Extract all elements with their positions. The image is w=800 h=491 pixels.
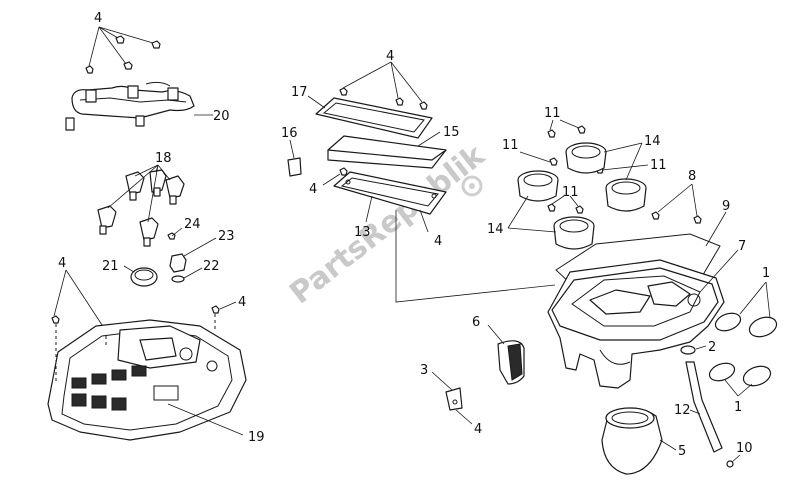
filter-frame-17 [307,95,433,139]
air-filter-15 [327,131,447,169]
callout-9: 9 [722,199,730,214]
cap-21 [123,265,158,287]
callout-3: 3 [420,363,428,378]
callout-4-frame-right: 4 [434,234,442,249]
callout-20: 20 [213,109,230,124]
callout-4-right-cover: 4 [238,295,246,310]
callout-5: 5 [678,444,686,459]
callout-4-left: 4 [58,256,66,271]
callout-1-a: 1 [762,266,770,281]
bracket-3 [431,371,473,425]
bolt-group-top [85,26,161,74]
bolt-cover-right [211,301,237,314]
callout-13: 13 [354,225,371,240]
callout-1-b: 1 [734,400,742,415]
callout-10: 10 [736,441,753,456]
airbox-body-7 [547,249,739,389]
callout-11-a: 11 [544,106,561,121]
fuel-rail [65,81,213,131]
screw-group-8 [651,183,702,224]
callout-21: 21 [102,259,119,274]
injector-group [97,164,185,247]
callout-19: 19 [248,430,265,445]
tube-12 [685,361,723,453]
clamp-10 [726,454,741,468]
label-card-16 [287,139,302,177]
oring-22 [171,267,203,283]
callout-12: 12 [674,403,691,418]
callout-23: 23 [218,229,235,244]
callout-24: 24 [184,217,201,232]
callout-4-frame-top: 4 [386,49,394,64]
callout-4-mid: 4 [309,182,317,197]
clip-2 [680,345,707,355]
screw-24 [167,227,183,240]
callout-11-c: 11 [650,158,667,173]
callout-14-b: 14 [487,222,504,237]
intake-boots-14 [507,142,647,250]
callout-22: 22 [203,259,220,274]
callout-18: 18 [155,151,172,166]
bolt-group-frame-top [339,61,428,110]
airbox-cover [47,314,247,441]
callout-4-top: 4 [94,11,102,26]
callout-16: 16 [281,126,298,141]
callout-11-d: 11 [562,185,579,200]
rings-1 [708,281,778,397]
callout-2: 2 [708,340,716,355]
callout-15: 15 [443,125,460,140]
gasket-frame-13 [333,171,447,233]
callout-17: 17 [291,85,308,100]
callout-8: 8 [688,169,696,184]
callout-6: 6 [472,315,480,330]
intake-funnel-5 [601,407,677,475]
bolt-mid [322,167,348,186]
hose-6 [487,324,525,385]
callout-11-b: 11 [502,138,519,153]
callout-14-a: 14 [644,134,661,149]
gear-watermark-icon [461,175,483,197]
callout-7: 7 [738,239,746,254]
callout-4-bottom: 4 [474,422,482,437]
sensor-23 [169,237,217,273]
